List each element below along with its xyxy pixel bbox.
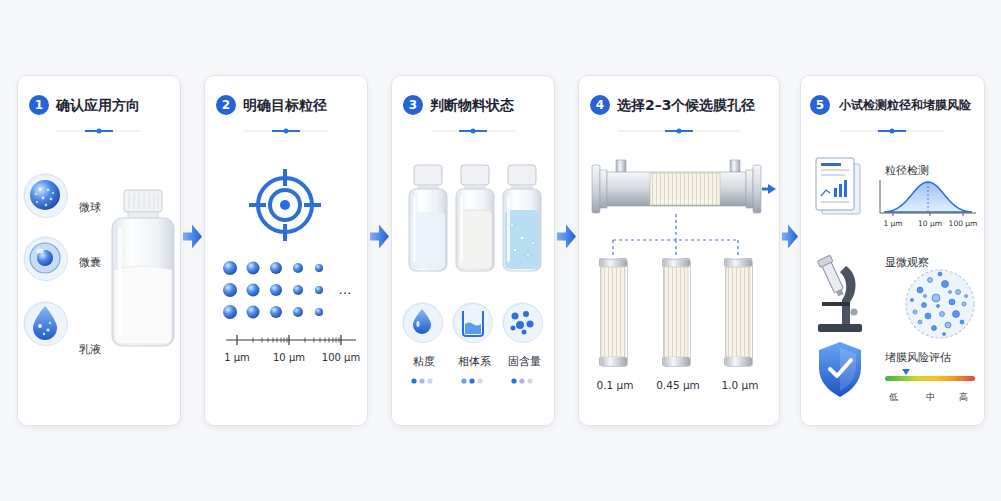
icon-circle: 固含量 [503,303,543,343]
axis-label: 1 μm [883,219,902,229]
icon-circle: 乳液 [24,302,68,346]
step-number-text: 4 [590,95,610,115]
icon-circle: 粘度 [403,303,443,343]
step-number-text: 3 [403,95,423,115]
icon-circle: 微囊 [24,237,68,281]
step-number: 1 [29,95,49,115]
flow-arrow [183,225,202,249]
risk-level: 低 [889,391,898,403]
section-label: 堵膜风险评估 [885,350,951,364]
scale-label: 100 μm [322,351,360,364]
icon-label: 固含量 [508,355,541,369]
filter-cartridge: 0.45 μm [663,259,691,367]
icon-label: 乳液 [79,343,101,357]
axis-label: 100 μm [949,219,978,229]
step-title: 确认应用方向 [56,94,140,116]
pore-size-label: 0.1 μm [597,379,634,392]
axis-label: 10 μm [918,219,942,229]
filter-cartridge: 1.0 μm [725,259,753,367]
scale-label: 10 μm [273,351,305,364]
step-title: 小试检测粒径和堵膜风险 [839,94,971,116]
ellipsis: … [339,281,352,298]
step-card: 判断物料状态3粘度相体系固含量 [391,75,555,426]
icon-label: 相体系 [458,355,491,369]
step-title: 判断物料状态 [430,94,514,116]
section-label: 粒径检测 [885,163,929,177]
step-title: 明确目标粒径 [243,94,327,116]
risk-level: 高 [959,391,968,403]
scale-label: 1 μm [224,351,250,364]
step-card: 小试检测粒径和堵膜风险 5 [800,75,985,426]
flow-arrow [370,225,389,249]
flow-arrow [782,225,798,249]
step-number-text: 1 [29,95,49,115]
risk-level: 中 [926,391,935,403]
flow-arrow [557,225,576,249]
step-card: 选择2–3个候选膜孔径 4 0.1 μm 0.45 μm 1.0 μm [578,75,780,426]
icon-circle: 相体系 [453,303,493,343]
step-number-text: 5 [810,95,830,115]
step-number: 4 [590,95,610,115]
icon-circle: 微球 [24,174,68,218]
section-label: 显微观察 [885,255,929,269]
pore-size-label: 0.45 μm [656,379,700,392]
step-title: 选择2–3个候选膜孔径 [617,94,755,116]
step-card: 明确目标粒径 2 [204,75,368,426]
step-number: 3 [403,95,423,115]
icon-label: 微囊 [79,256,101,270]
step-number-text: 2 [216,95,236,115]
filter-cartridge: 0.1 μm [600,259,628,367]
pore-size-label: 1.0 μm [722,379,759,392]
step-number: 5 [810,95,830,115]
step-card: 确认应用方向 1 微球微囊乳液 [17,75,181,426]
icon-label: 粘度 [413,355,435,369]
icon-label: 微球 [79,201,101,215]
step-number: 2 [216,95,236,115]
